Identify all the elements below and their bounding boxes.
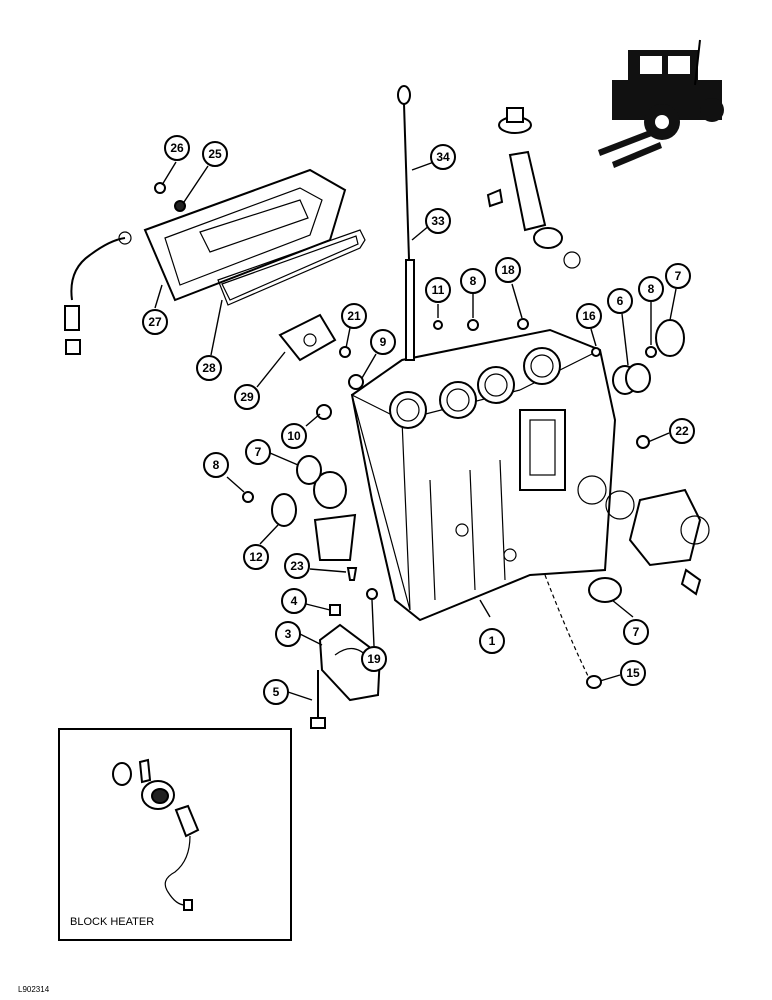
callout-5: 5	[263, 679, 289, 705]
dowel	[329, 604, 341, 616]
callout-label: 29	[240, 390, 254, 404]
callout-label: 7	[633, 625, 640, 639]
callout-21: 21	[341, 303, 367, 329]
nut-25	[174, 200, 186, 212]
plug-7a	[296, 455, 322, 485]
callout-label: 1	[489, 634, 496, 648]
leader-lines	[154, 157, 677, 701]
breather-hose	[64, 231, 132, 355]
callout-7: 7	[665, 263, 691, 289]
callout-label: 11	[432, 283, 445, 297]
oil-filler	[486, 107, 581, 269]
plug-18	[517, 318, 529, 330]
callout-23: 23	[284, 553, 310, 579]
callout-label: 27	[148, 315, 162, 329]
callout-label: 8	[213, 458, 220, 472]
block-heater-label: BLOCK HEATER	[70, 916, 154, 928]
seal-ring	[588, 577, 622, 603]
water-outlet-housing	[605, 488, 710, 567]
callout-label: 28	[202, 361, 216, 375]
callout-label: 26	[170, 141, 184, 155]
plug-12	[271, 493, 297, 527]
dipstick	[397, 85, 415, 361]
callout-label: 4	[291, 594, 298, 608]
callout-1: 1	[479, 628, 505, 654]
rocker-cover-gasket	[217, 229, 366, 306]
callout-label: 15	[626, 666, 640, 680]
plug-10	[316, 404, 332, 420]
callout-label: 19	[367, 652, 381, 666]
callout-7: 7	[245, 439, 271, 465]
callout-8: 8	[203, 452, 229, 478]
pipe-plug-19	[366, 588, 378, 600]
callout-3: 3	[275, 621, 301, 647]
callout-label: 6	[617, 294, 624, 308]
cam-bushing	[612, 363, 651, 395]
callout-6: 6	[607, 288, 633, 314]
callout-label: 22	[675, 424, 689, 438]
callout-label: 8	[470, 274, 477, 288]
plug-8b	[645, 346, 657, 358]
pipe-plug-21	[339, 346, 351, 358]
callout-label: 8	[648, 282, 655, 296]
figure-code: L902314	[18, 985, 50, 994]
callout-8: 8	[638, 276, 664, 302]
fitting-bolt	[680, 568, 702, 596]
callout-11: 11	[425, 277, 451, 303]
plug-8a	[467, 319, 479, 331]
callout-label: 7	[255, 445, 262, 459]
callout-label: 34	[436, 150, 450, 164]
callout-34: 34	[430, 144, 456, 170]
plug	[586, 675, 602, 689]
callout-33: 33	[425, 208, 451, 234]
callout-label: 16	[582, 309, 596, 323]
callout-19: 19	[361, 646, 387, 672]
engine-block	[313, 328, 617, 622]
plug-8c	[242, 491, 254, 503]
callout-label: 9	[380, 335, 387, 349]
callout-label: 10	[287, 429, 301, 443]
plug-9	[348, 374, 364, 390]
callout-7: 7	[623, 619, 649, 645]
callout-26: 26	[164, 135, 190, 161]
callout-10: 10	[281, 423, 307, 449]
callout-label: 33	[431, 214, 445, 228]
main-bearing-cap	[318, 623, 382, 702]
cap-bolt	[310, 670, 326, 729]
callout-label: 3	[285, 627, 292, 641]
callout-28: 28	[196, 355, 222, 381]
plug-11	[433, 320, 443, 330]
callout-8: 8	[460, 268, 486, 294]
callout-label: 5	[273, 685, 280, 699]
bolt-26	[154, 182, 166, 194]
callout-22: 22	[669, 418, 695, 444]
pipe-plug-23	[346, 567, 358, 581]
callout-label: 21	[347, 309, 361, 323]
block-heater-inset: BLOCK HEATER	[58, 728, 292, 941]
callout-label: 23	[290, 559, 304, 573]
callout-label: 18	[501, 263, 515, 277]
callout-9: 9	[370, 329, 396, 355]
callout-25: 25	[202, 141, 228, 167]
callout-label: 7	[675, 269, 682, 283]
plug-22	[636, 435, 650, 449]
callout-label: 25	[208, 147, 222, 161]
rocker-cover	[143, 168, 347, 302]
callout-16: 16	[576, 303, 602, 329]
expansion-plug	[655, 319, 685, 357]
callout-18: 18	[495, 257, 521, 283]
callout-15: 15	[620, 660, 646, 686]
callout-label: 12	[249, 550, 263, 564]
cover-plate	[278, 313, 337, 362]
plug-leader	[544, 574, 591, 681]
callout-27: 27	[142, 309, 168, 335]
callout-4: 4	[281, 588, 307, 614]
callout-12: 12	[243, 544, 269, 570]
callout-29: 29	[234, 384, 260, 410]
forklift-icon	[598, 39, 724, 168]
plug-16	[591, 347, 601, 357]
